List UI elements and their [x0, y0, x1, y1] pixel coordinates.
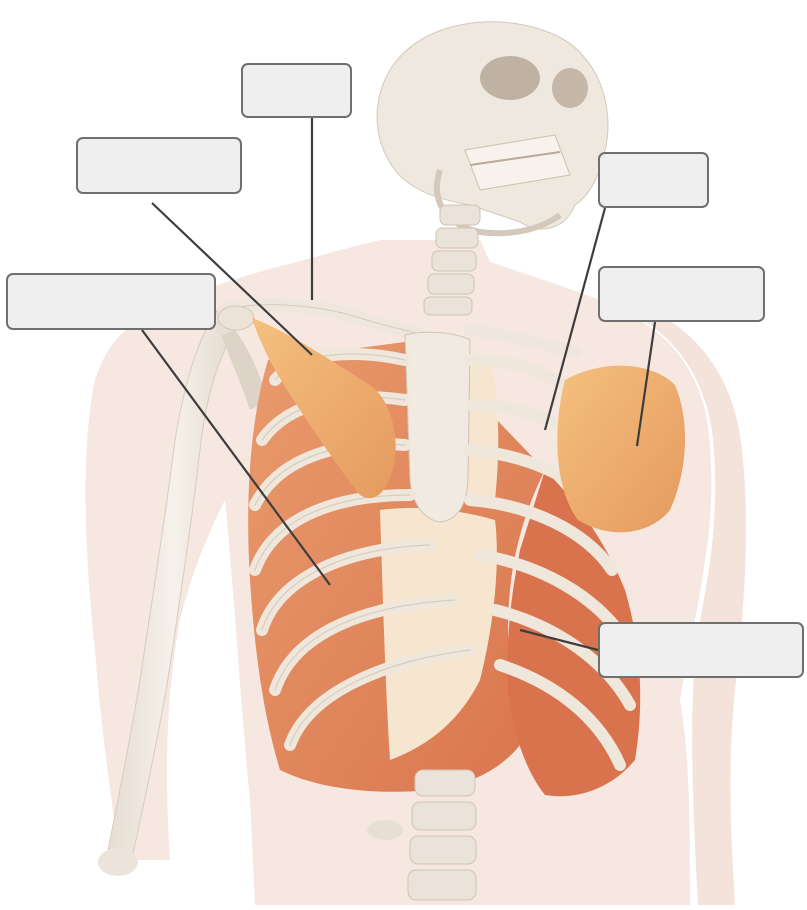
label-box-3[interactable]: [6, 273, 216, 330]
label-box-1[interactable]: [241, 63, 352, 118]
pectoralis-muscle-right: [557, 366, 685, 533]
label-box-6[interactable]: [598, 622, 804, 678]
skull: [377, 22, 608, 233]
label-box-2[interactable]: [76, 137, 242, 194]
label-box-4[interactable]: [598, 152, 709, 208]
label-box-5[interactable]: [598, 266, 765, 322]
